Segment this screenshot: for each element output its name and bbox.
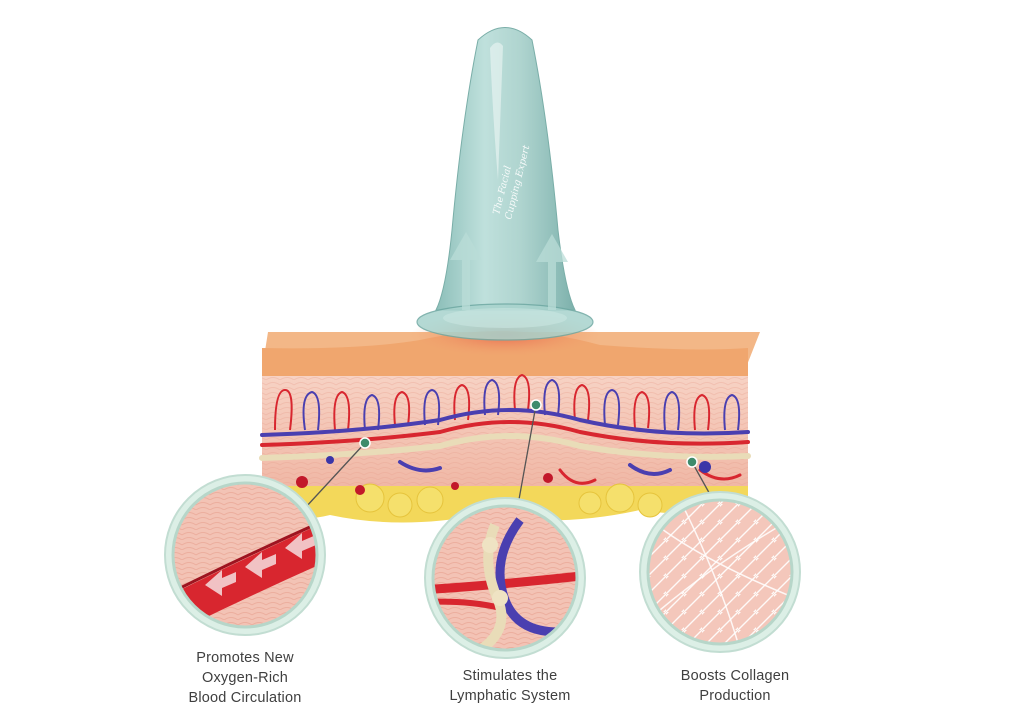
callout-circle-blood — [164, 474, 326, 636]
marker-dot — [686, 456, 698, 468]
caption-line: Stimulates the — [462, 668, 558, 684]
capillary-loops — [274, 373, 741, 431]
blood-vessels — [259, 408, 751, 485]
skin-block — [262, 313, 760, 523]
caption-line: Lymphatic System — [449, 688, 571, 704]
blood-cells — [296, 473, 553, 495]
caption-lymphatic-system: Stimulates the Lymphatic System — [430, 666, 590, 706]
caption-line: Blood Circulation — [188, 690, 302, 706]
lymph-vessel — [259, 433, 751, 461]
caption-blood-circulation: Promotes New Oxygen-Rich Blood Circulati… — [170, 648, 320, 708]
caption-collagen-production: Boosts Collagen Production — [655, 666, 815, 706]
marker-dot — [530, 399, 542, 411]
arrow-up-icon — [450, 232, 482, 310]
marker-dot — [359, 437, 371, 449]
cup-highlight — [490, 42, 503, 180]
callout-circle-collagen — [639, 491, 801, 653]
cupping-cup: The Facial Cupping Expert — [416, 27, 594, 341]
caption-line: Boosts Collagen — [680, 668, 790, 684]
caption-line: Promotes New — [196, 650, 294, 666]
callout-circle-lymph — [424, 497, 586, 659]
arrow-up-icon — [536, 234, 568, 310]
caption-line: Oxygen-Rich — [201, 670, 288, 686]
caption-line: Production — [699, 688, 771, 704]
